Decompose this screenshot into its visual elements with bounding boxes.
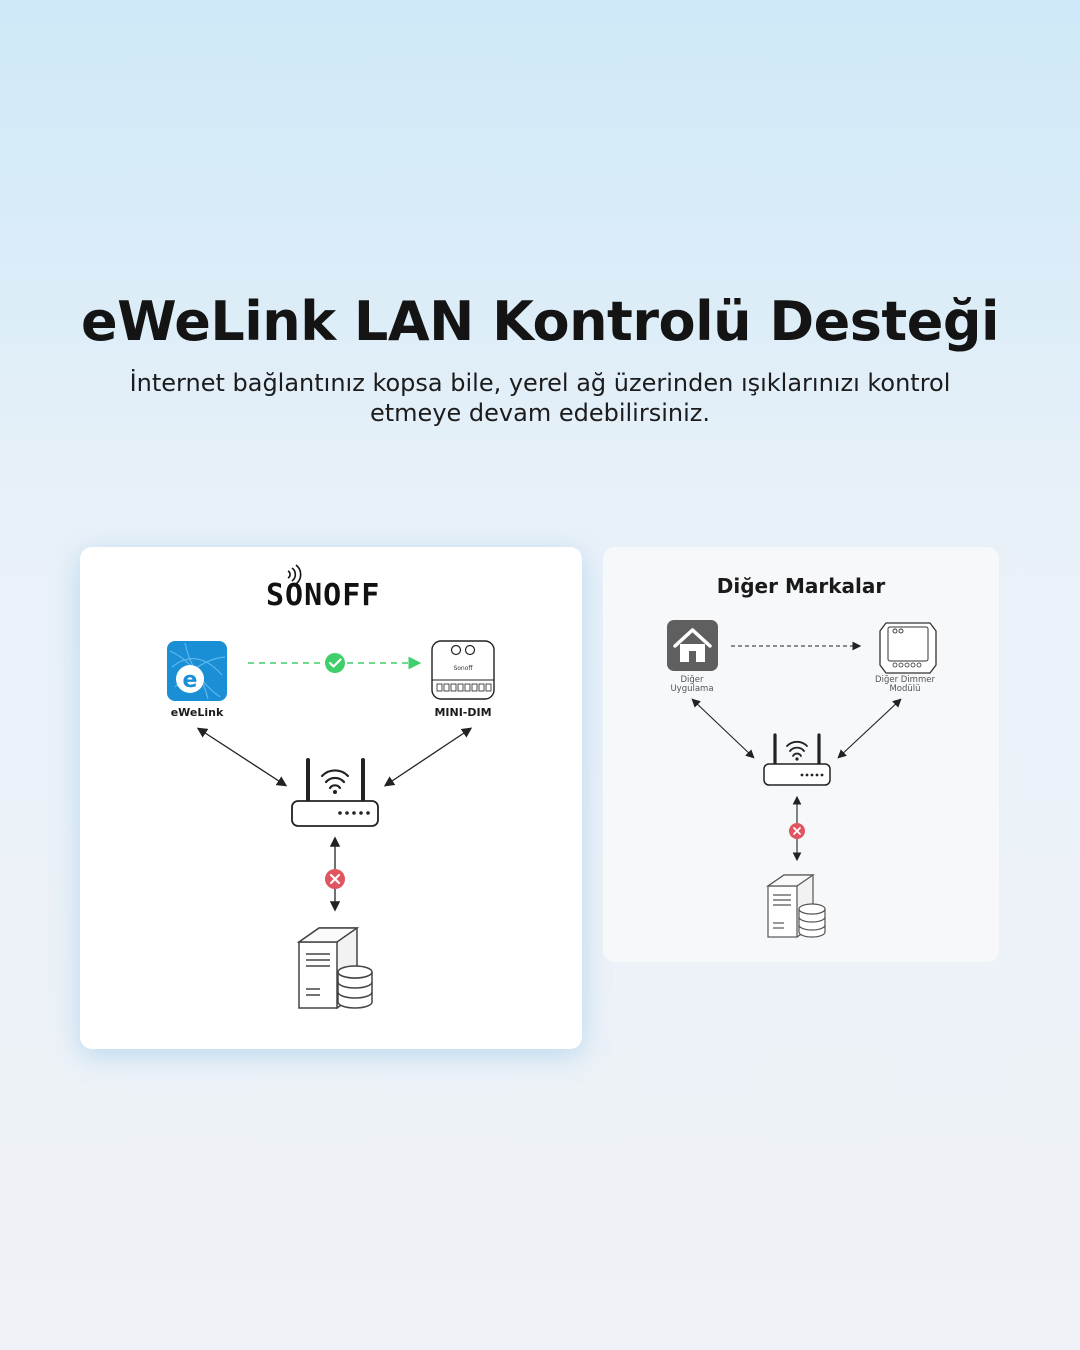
other-device-label-line1: Diğer Dimmer xyxy=(875,675,935,685)
home-app-icon xyxy=(667,620,718,671)
signal-waves-icon xyxy=(287,564,302,585)
subtitle: İnternet bağlantınız kopsa bile, yerel a… xyxy=(110,368,970,428)
sonoff-card: SONOFF e eWeLink Sonoff MINI-DIM xyxy=(80,547,582,1049)
mini-dim-device-icon: Sonoff xyxy=(431,640,495,700)
mini-dim-brand-text: Sonoff xyxy=(453,665,473,672)
other-app-label-line1: Diğer xyxy=(680,675,704,685)
other-brands-card: Diğer Markalar Diğer Uygulama Diğer Dimm… xyxy=(603,547,999,962)
headline: eWeLink LAN Kontrolü Desteği xyxy=(80,290,1000,353)
ewelink-app-icon: e xyxy=(167,641,227,701)
other-wifi-icon xyxy=(786,740,808,757)
sonoff-diagram: SONOFF e eWeLink Sonoff MINI-DIM xyxy=(167,564,495,1010)
other-blocked-cross-icon xyxy=(789,823,805,839)
database-icon xyxy=(337,965,373,1009)
blocked-cross-icon xyxy=(325,869,345,889)
mini-dim-label: MINI-DIM xyxy=(434,706,491,719)
sonoff-logo: SONOFF xyxy=(266,564,380,613)
subtitle-line-2: etmeye devam edebilirsiniz. xyxy=(370,399,710,427)
success-check-icon xyxy=(325,653,345,673)
device-router-arrow xyxy=(383,727,473,787)
app-router-arrow xyxy=(196,727,288,787)
other-brands-diagram: Diğer Markalar Diğer Uygulama Diğer Dimm… xyxy=(667,574,937,938)
other-device-router-arrow xyxy=(837,698,902,759)
ewelink-icon-letter: e xyxy=(183,668,198,693)
other-app-router-arrow xyxy=(691,698,755,759)
other-brands-title: Diğer Markalar xyxy=(717,574,886,598)
sonoff-logo-text: SONOFF xyxy=(266,578,380,613)
wifi-icon xyxy=(320,769,350,790)
other-database-icon xyxy=(798,903,826,938)
subtitle-line-1: İnternet bağlantınız kopsa bile, yerel a… xyxy=(129,369,951,397)
other-router-icon xyxy=(763,733,831,786)
other-app-label-line2: Uygulama xyxy=(670,684,713,694)
router-icon xyxy=(291,758,379,827)
dimmer-module-icon xyxy=(879,622,937,674)
ewelink-label: eWeLink xyxy=(171,706,224,719)
other-device-label-line2: Modülü xyxy=(889,684,920,694)
